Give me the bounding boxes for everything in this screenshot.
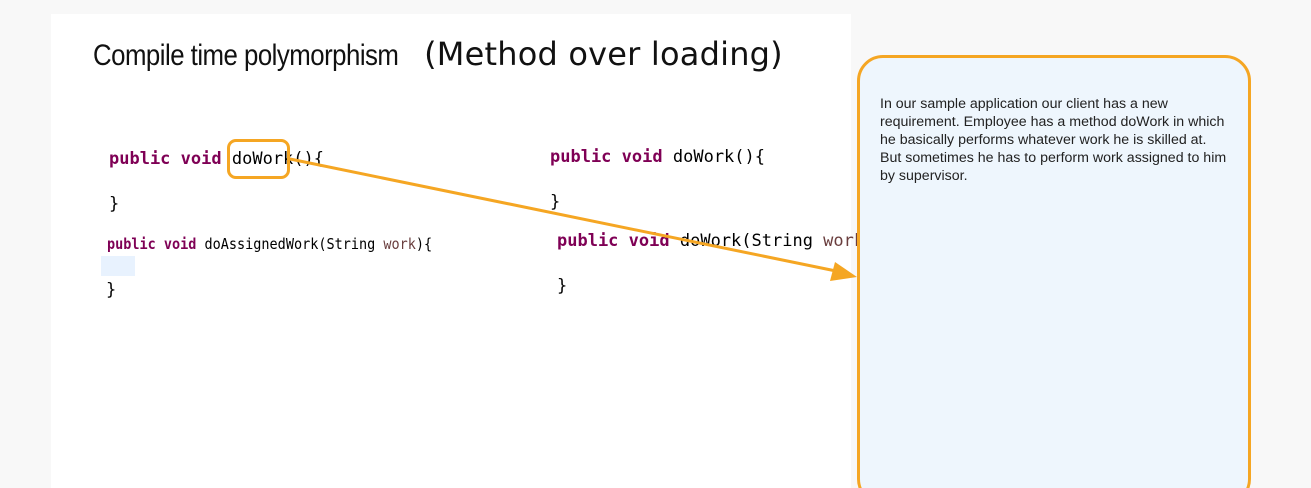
method-signature-rest: ){ — [415, 235, 433, 253]
method-signature-rest: (){ — [293, 149, 325, 169]
right-code-line-dowork[interactable]: public void doWork(){ — [550, 147, 765, 167]
keyword-void: void — [621, 147, 663, 167]
keyword-void: void — [180, 149, 222, 169]
keyword-public: public — [109, 149, 171, 169]
method-name: doWork(String — [679, 231, 824, 251]
keyword-public: public — [550, 147, 612, 167]
right-close-brace-2: } — [557, 276, 568, 296]
keyword-public: public — [107, 235, 156, 253]
slide-title[interactable]: Compile time polymorphism (Method over lo… — [93, 38, 783, 71]
selection-highlight — [101, 256, 135, 276]
method-name: doWork — [231, 149, 294, 169]
title-main: Compile time polymorphism — [93, 39, 399, 72]
method-name: doAssignedWork(String — [204, 235, 384, 253]
keyword-public: public — [557, 231, 619, 251]
left-code-line-dowork[interactable]: public void doWork(){ — [109, 149, 324, 169]
highlight-box[interactable] — [227, 139, 290, 179]
right-code-line-dowork-string[interactable]: public void doWork(String work){ — [557, 231, 885, 251]
left-code-line-doassignedwork[interactable]: public void doAssignedWork(String work){ — [107, 235, 432, 253]
left-close-brace-2: } — [106, 280, 117, 300]
method-name: doWork(){ — [672, 147, 765, 167]
note-callout[interactable]: In our sample application our client has… — [857, 55, 1251, 488]
keyword-void: void — [628, 231, 670, 251]
keyword-void: void — [163, 235, 197, 253]
param-name: work — [383, 235, 416, 253]
title-subtitle: (Method over loading) — [424, 35, 783, 73]
left-close-brace-1: } — [109, 194, 120, 214]
right-close-brace-1: } — [550, 192, 561, 212]
note-text: In our sample application our client has… — [880, 96, 1227, 184]
